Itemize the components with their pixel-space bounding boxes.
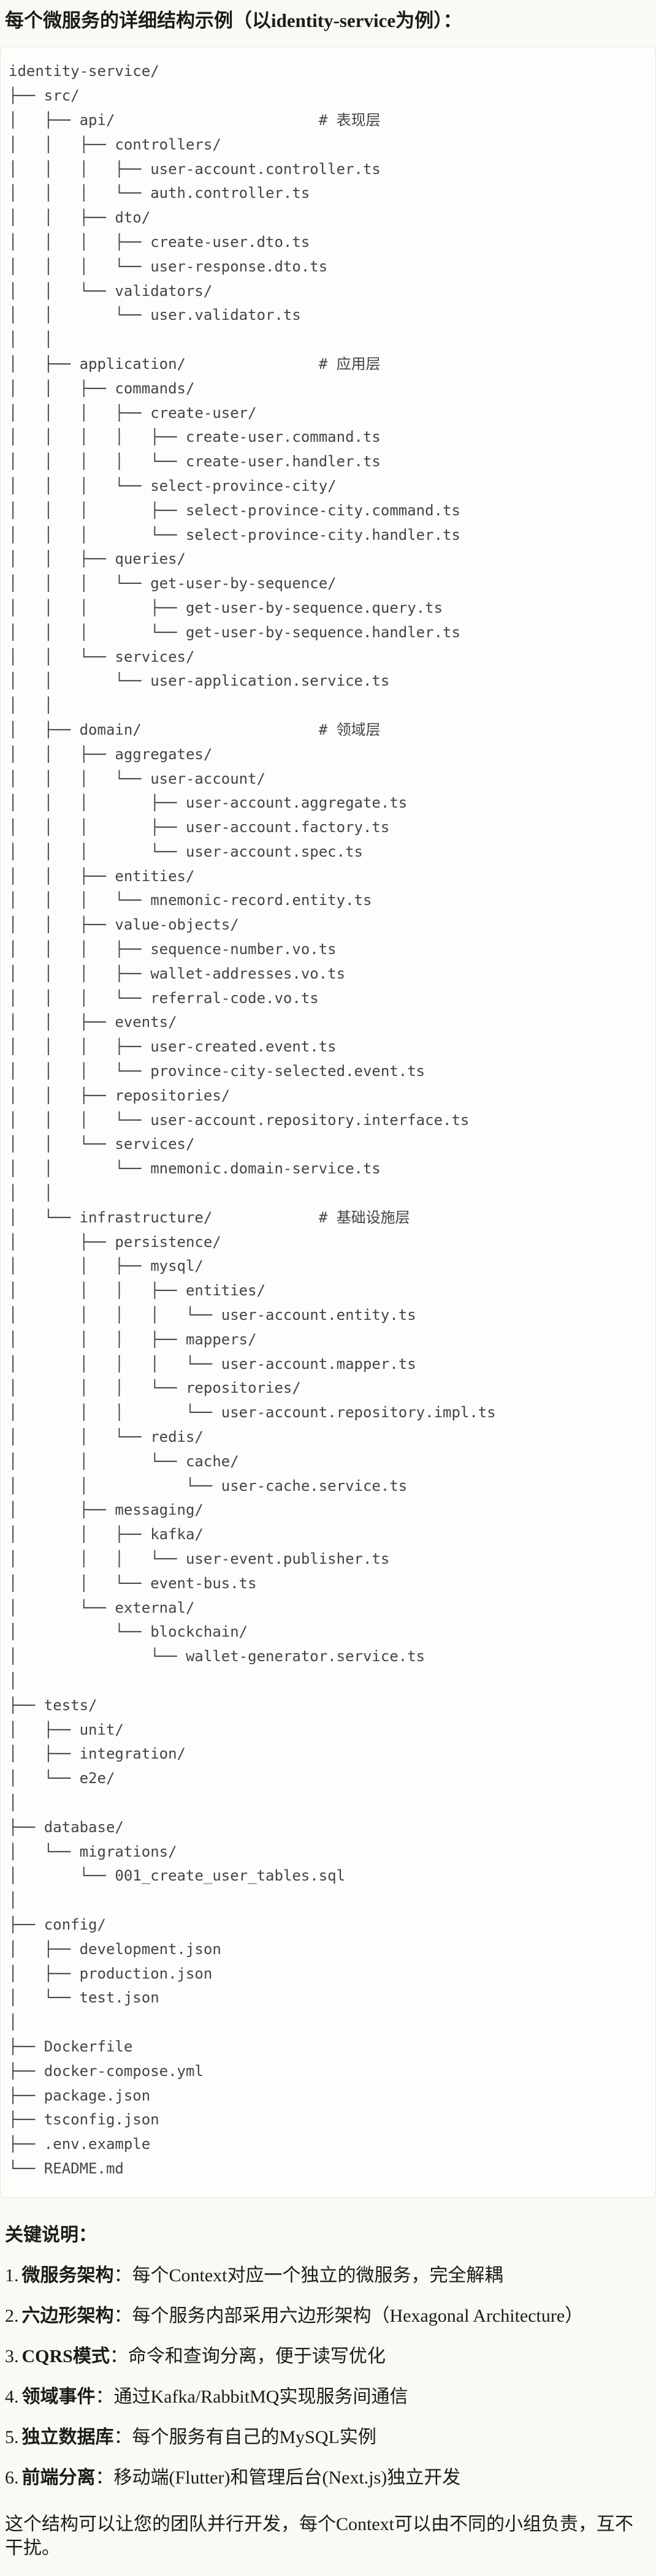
note-term: 领域事件: [21, 2387, 96, 2407]
note-item: 6.前端分离：移动端(Flutter)和管理后台(Next.js)独立开发: [5, 2467, 650, 2489]
notes-heading: 关键说明：: [5, 2224, 97, 2245]
note-term: CQRS模式: [21, 2346, 110, 2367]
note-desc: 每个Context对应一个独立的微服务，完全解耦: [132, 2265, 503, 2286]
note-item: 5.独立数据库：每个服务有自己的MySQL实例: [5, 2426, 650, 2449]
notes-list: 1.微服务架构：每个Context对应一个独立的微服务，完全解耦 2.六边形架构…: [5, 2265, 650, 2489]
note-number: 6.: [5, 2468, 19, 2488]
note-colon: ：: [95, 2387, 114, 2407]
note-term: 独立数据库: [21, 2427, 114, 2448]
note-item: 2.六边形架构：每个服务内部采用六边形架构（Hexagonal Architec…: [5, 2305, 650, 2327]
note-colon: ：: [113, 2306, 132, 2327]
note-desc: 移动端(Flutter)和管理后台(Next.js)独立开发: [113, 2468, 461, 2488]
note-desc: 通过Kafka/RabbitMQ实现服务间通信: [113, 2387, 408, 2407]
note-desc: 每个服务内部采用六边形架构（Hexagonal Architecture）: [132, 2306, 584, 2327]
code-block: identity-service/ ├── src/ │ ├── api/ # …: [0, 47, 656, 2198]
note-colon: ：: [113, 2427, 132, 2448]
notes-section: 关键说明： 1.微服务架构：每个Context对应一个独立的微服务，完全解耦 2…: [5, 2224, 650, 2561]
note-item: 1.微服务架构：每个Context对应一个独立的微服务，完全解耦: [5, 2265, 650, 2287]
note-desc: 命令和查询分离，便于读写优化: [128, 2346, 386, 2367]
closing-note: 这个结构可以让您的团队并行开发，每个Context可以由不同的小组负责，互不干扰…: [5, 2514, 633, 2559]
note-item: 4.领域事件：通过Kafka/RabbitMQ实现服务间通信: [5, 2386, 650, 2408]
note-number: 4.: [5, 2387, 19, 2407]
note-number: 5.: [5, 2427, 19, 2448]
note-desc: 每个服务有自己的MySQL实例: [132, 2427, 376, 2448]
note-number: 3.: [5, 2346, 19, 2367]
note-item: 3.CQRS模式：命令和查询分离，便于读写优化: [5, 2346, 650, 2368]
page-title: 每个微服务的详细结构示例（以identity-service为例）：: [5, 10, 462, 31]
note-colon: ：: [109, 2346, 128, 2367]
note-number: 1.: [5, 2265, 19, 2286]
note-colon: ：: [95, 2468, 114, 2488]
note-number: 2.: [5, 2306, 19, 2327]
note-term: 六边形架构: [21, 2306, 114, 2327]
note-term: 前端分离: [21, 2468, 96, 2488]
note-colon: ：: [113, 2265, 132, 2286]
file-tree: identity-service/ ├── src/ │ ├── api/ # …: [9, 63, 496, 2177]
note-term: 微服务架构: [21, 2265, 114, 2286]
